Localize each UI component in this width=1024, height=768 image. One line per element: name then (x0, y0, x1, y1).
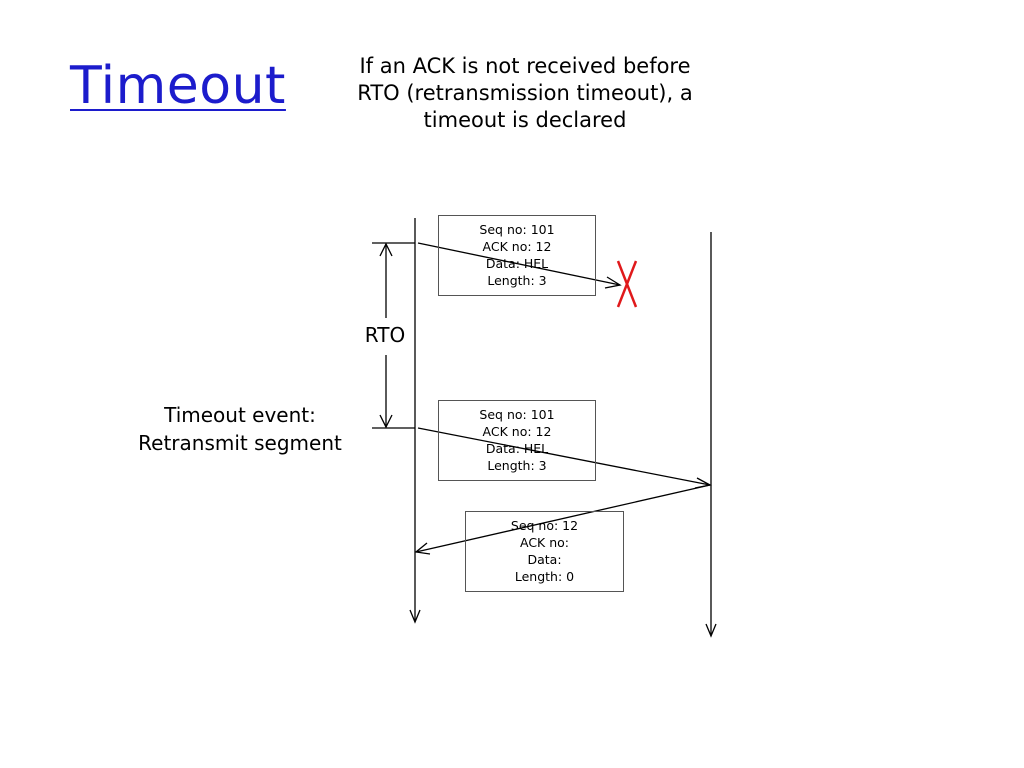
segment-ack: ACK no: 12 (482, 239, 552, 254)
segment-seq: Seq no: 12 (510, 518, 579, 533)
receiver-timeline-arrowhead (705, 623, 717, 638)
rto-label: RTO (364, 323, 406, 347)
subtitle-line-1: If an ACK is not received before (359, 54, 691, 78)
segment-ack: ACK no: (519, 535, 569, 550)
retransmit-arrow (417, 427, 711, 486)
ack-arrowhead (414, 542, 431, 555)
segment-data: Data: HEL (485, 441, 549, 456)
lost-segment-arrowhead (604, 276, 622, 289)
ack-segment-box: Seq no: 12 ACK no: Data: Length: 0 (465, 511, 624, 592)
subtitle-line-3: timeout is declared (423, 108, 627, 132)
rto-arrowhead-down (379, 414, 393, 429)
slide-subtitle: If an ACK is not received before RTO (re… (325, 53, 725, 134)
segment-ack: ACK no: 12 (482, 424, 552, 439)
lost-segment-box: Seq no: 101 ACK no: 12 Data: HEL Length:… (438, 215, 596, 296)
slide-title: Timeout (70, 56, 286, 116)
segment-seq: Seq no: 101 (479, 407, 555, 422)
segment-data: Data: HEL (485, 256, 549, 271)
rto-arrowhead-up (379, 242, 393, 257)
event-line-2: Retransmit segment (138, 431, 342, 455)
timeout-event-label: Timeout event: Retransmit segment (120, 401, 360, 457)
lost-segment-arrow (417, 242, 621, 286)
retransmitted-segment-box: Seq no: 101 ACK no: 12 Data: HEL Length:… (438, 400, 596, 481)
segment-data: Data: (527, 552, 562, 567)
lost-packet-x-icon (616, 260, 638, 308)
segment-length: Length: 3 (487, 273, 547, 288)
segment-length: Length: 0 (514, 569, 575, 584)
sender-timeline-arrowhead (409, 609, 421, 624)
segment-length: Length: 3 (487, 458, 547, 473)
subtitle-line-2: RTO (retransmission timeout), a (357, 81, 693, 105)
event-line-1: Timeout event: (164, 403, 316, 427)
segment-seq: Seq no: 101 (479, 222, 555, 237)
